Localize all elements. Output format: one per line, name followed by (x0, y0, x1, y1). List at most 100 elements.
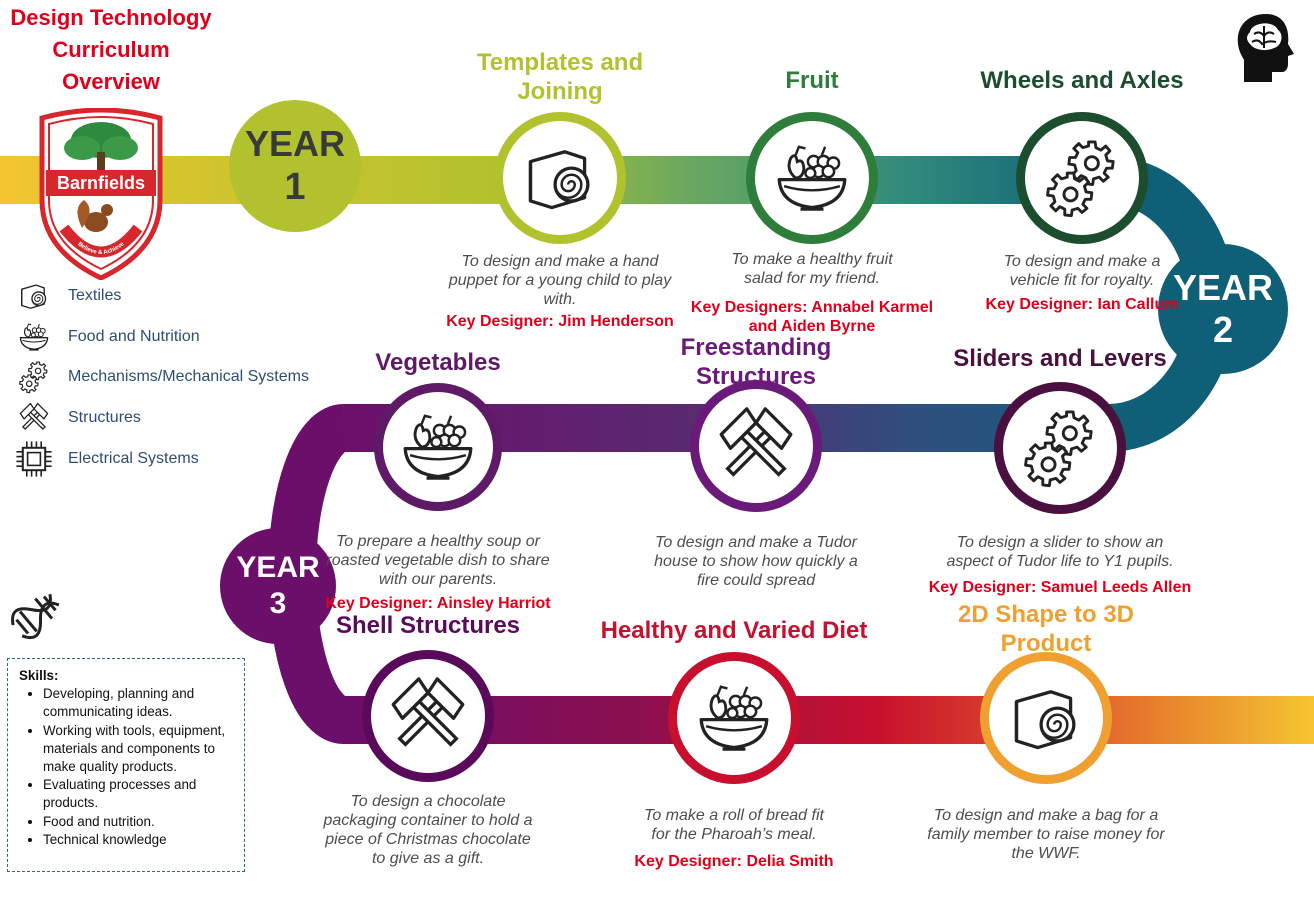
project-description-line: vehicle fit for royalty. (1009, 272, 1155, 289)
project-description-line: to give as a gift. (371, 850, 485, 867)
key-designer: Key Designer: Samuel Leeds Allen (880, 578, 1240, 597)
project-node (746, 112, 878, 244)
project-title: Wheels and Axles (902, 66, 1262, 95)
hammers-icon (14, 400, 54, 436)
key-designer-line: Key Designer: Ian Callum (985, 296, 1179, 313)
project-description-line: salad for my friend. (743, 270, 881, 287)
skills-item: Food and nutrition. (43, 813, 236, 831)
project-description-line: To design and make a Tudor (655, 534, 857, 551)
project-node (994, 382, 1126, 514)
project-title: Sliders and Levers (880, 344, 1240, 373)
fruit-bowl-icon (699, 685, 769, 751)
key-designer-line: Key Designer: Ainsley Harriot (325, 595, 551, 612)
fabric-roll-icon (528, 150, 590, 210)
legend-item-food: Food and Nutrition (14, 317, 344, 358)
page-title-line: Design Technology (10, 5, 212, 30)
key-designer: Key Designer: Delia Smith (554, 852, 914, 871)
fruit-bowl-icon (14, 319, 54, 355)
logo-name: Barnfields (57, 173, 145, 193)
project-node (690, 380, 822, 512)
legend-label: Food and Nutrition (68, 327, 200, 345)
key-designer: Key Designer: Jim Henderson (380, 312, 740, 331)
project-node (494, 112, 626, 244)
project-title: Fruit (632, 66, 992, 95)
project-description-line: for the Pharoah’s meal. (651, 826, 817, 843)
fruit-bowl-icon (777, 145, 847, 211)
project-description-line: family member to raise money for (927, 826, 1165, 843)
skills-box: Skills: Developing, planning and communi… (7, 658, 245, 872)
project-title-line: Healthy and Varied Diet (600, 617, 868, 644)
legend-label: Structures (68, 409, 141, 427)
project-description: To design and make a bag for a family mem… (866, 806, 1226, 863)
project-title-line: Product (1000, 630, 1092, 657)
gears-icon (1041, 137, 1123, 219)
legend-item-electrical: Electrical Systems (14, 438, 344, 479)
project-title-line: Joining (517, 78, 603, 105)
project-description: To design and make a hand puppet for a yo… (380, 252, 740, 309)
year-label: YEAR (244, 123, 346, 164)
skills-item: Developing, planning and communicating i… (43, 685, 236, 721)
project-node (668, 652, 800, 784)
project-title-line: Wheels and Axles (980, 67, 1184, 94)
project-title-line: Templates and (476, 49, 644, 76)
project-description-line: To design a slider to show an (956, 534, 1164, 551)
project-title-line: 2D Shape to 3D (957, 601, 1135, 628)
legend-label: Mechanisms/Mechanical Systems (68, 368, 309, 386)
legend-label: Textiles (68, 287, 122, 305)
project-title: Healthy and Varied Diet (554, 616, 914, 645)
project-node (374, 383, 502, 511)
project-description-line: To prepare a healthy soup or (336, 533, 540, 550)
project-description-line: To design a chocolate (350, 793, 506, 810)
key-designer: Key Designer: Ian Callum (902, 295, 1262, 314)
project-description-line: fire could spread (696, 572, 816, 589)
project-title-line: Fruit (785, 67, 839, 94)
project-description-line: To design and make a bag for a (933, 807, 1159, 824)
project-title-line: Freestanding (680, 334, 832, 361)
project-description-line: aspect of Tudor life to Y1 pupils. (946, 553, 1174, 570)
legend-item-structures: Structures (14, 398, 344, 439)
category-legend: Textiles Food and Nutrition Mechanisms/M… (14, 276, 344, 479)
key-designer: Key Designer: Ainsley Harriot (258, 594, 618, 613)
fabric-roll-icon (14, 278, 54, 314)
project-node (980, 652, 1112, 784)
fabric-roll-icon (1014, 690, 1076, 750)
hammers-icon (387, 677, 469, 757)
year-label: YEAR (1172, 267, 1274, 308)
project-title: Shell Structures (248, 611, 608, 640)
hammers-icon (715, 407, 797, 487)
project-description-line: puppet for a young child to play (448, 272, 672, 289)
year-label: YEAR (236, 551, 320, 584)
project-title-line: Structures (695, 363, 817, 390)
brain-head-icon (1237, 14, 1294, 82)
skills-item: Technical knowledge (43, 831, 236, 849)
project-node (1016, 112, 1148, 244)
year-number: 3 (269, 587, 287, 620)
project-description-line: with. (543, 291, 577, 308)
project-description-line: To design and make a hand (461, 253, 659, 270)
key-designer-line: Key Designer: Jim Henderson (446, 313, 674, 330)
year-3-badge: YEAR 3 (220, 528, 336, 644)
skills-item: Evaluating processes and products. (43, 776, 236, 812)
road-segment-3 (342, 696, 1314, 744)
key-designer-line: Key Designer: Delia Smith (634, 853, 834, 870)
legend-label: Electrical Systems (68, 449, 199, 467)
project-description-line: To design and make a (1003, 253, 1161, 270)
key-designer-line: Key Designers: Annabel Karmel (690, 299, 934, 316)
project-title: Vegetables (258, 348, 618, 377)
project-description-line: the WWF. (1011, 845, 1081, 862)
project-description: To design and make a vehicle fit for roya… (902, 252, 1262, 290)
project-description-line: piece of Christmas chocolate (325, 831, 531, 848)
road-left-stub (0, 156, 16, 204)
year-number: 1 (284, 166, 306, 208)
project-title-line: Shell Structures (335, 612, 521, 639)
page-title-line: Curriculum (52, 37, 170, 62)
year-1-badge: YEAR 1 (229, 100, 361, 232)
